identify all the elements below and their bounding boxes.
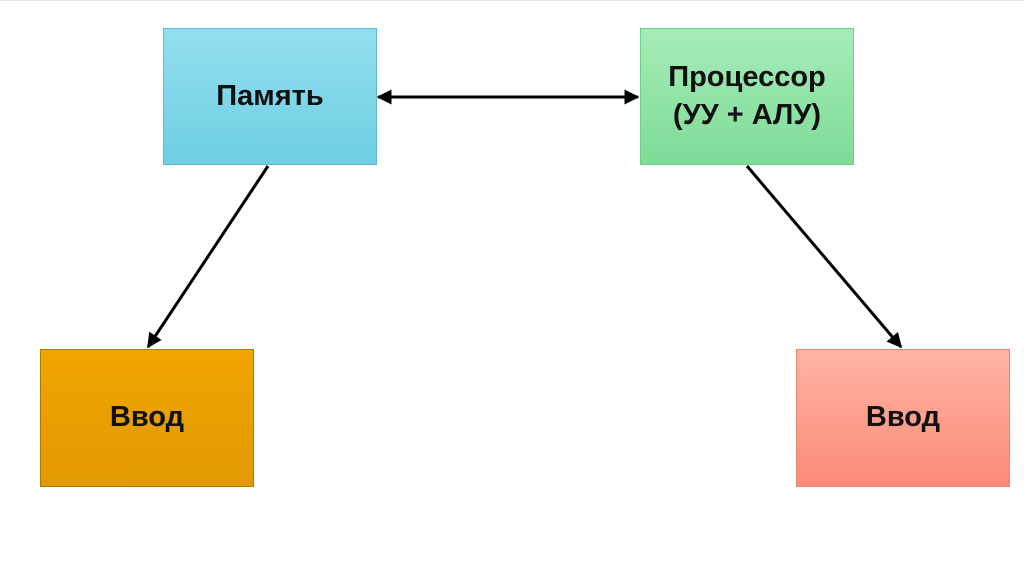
processor-box: Процессор (УУ + АЛУ): [640, 28, 854, 165]
memory-label: Память: [216, 79, 324, 112]
input-left-label: Ввод: [109, 401, 185, 434]
input-box-left: Ввод: [40, 349, 254, 487]
input-box-right: Ввод: [796, 349, 1010, 487]
arrow-memory-input-left: [146, 165, 270, 349]
memory-box: Память: [163, 28, 377, 165]
input-right-label: Ввод: [865, 401, 941, 434]
arrow-processor-input-right: [745, 165, 903, 349]
processor-label: Процессор (УУ + АЛУ): [668, 60, 826, 131]
